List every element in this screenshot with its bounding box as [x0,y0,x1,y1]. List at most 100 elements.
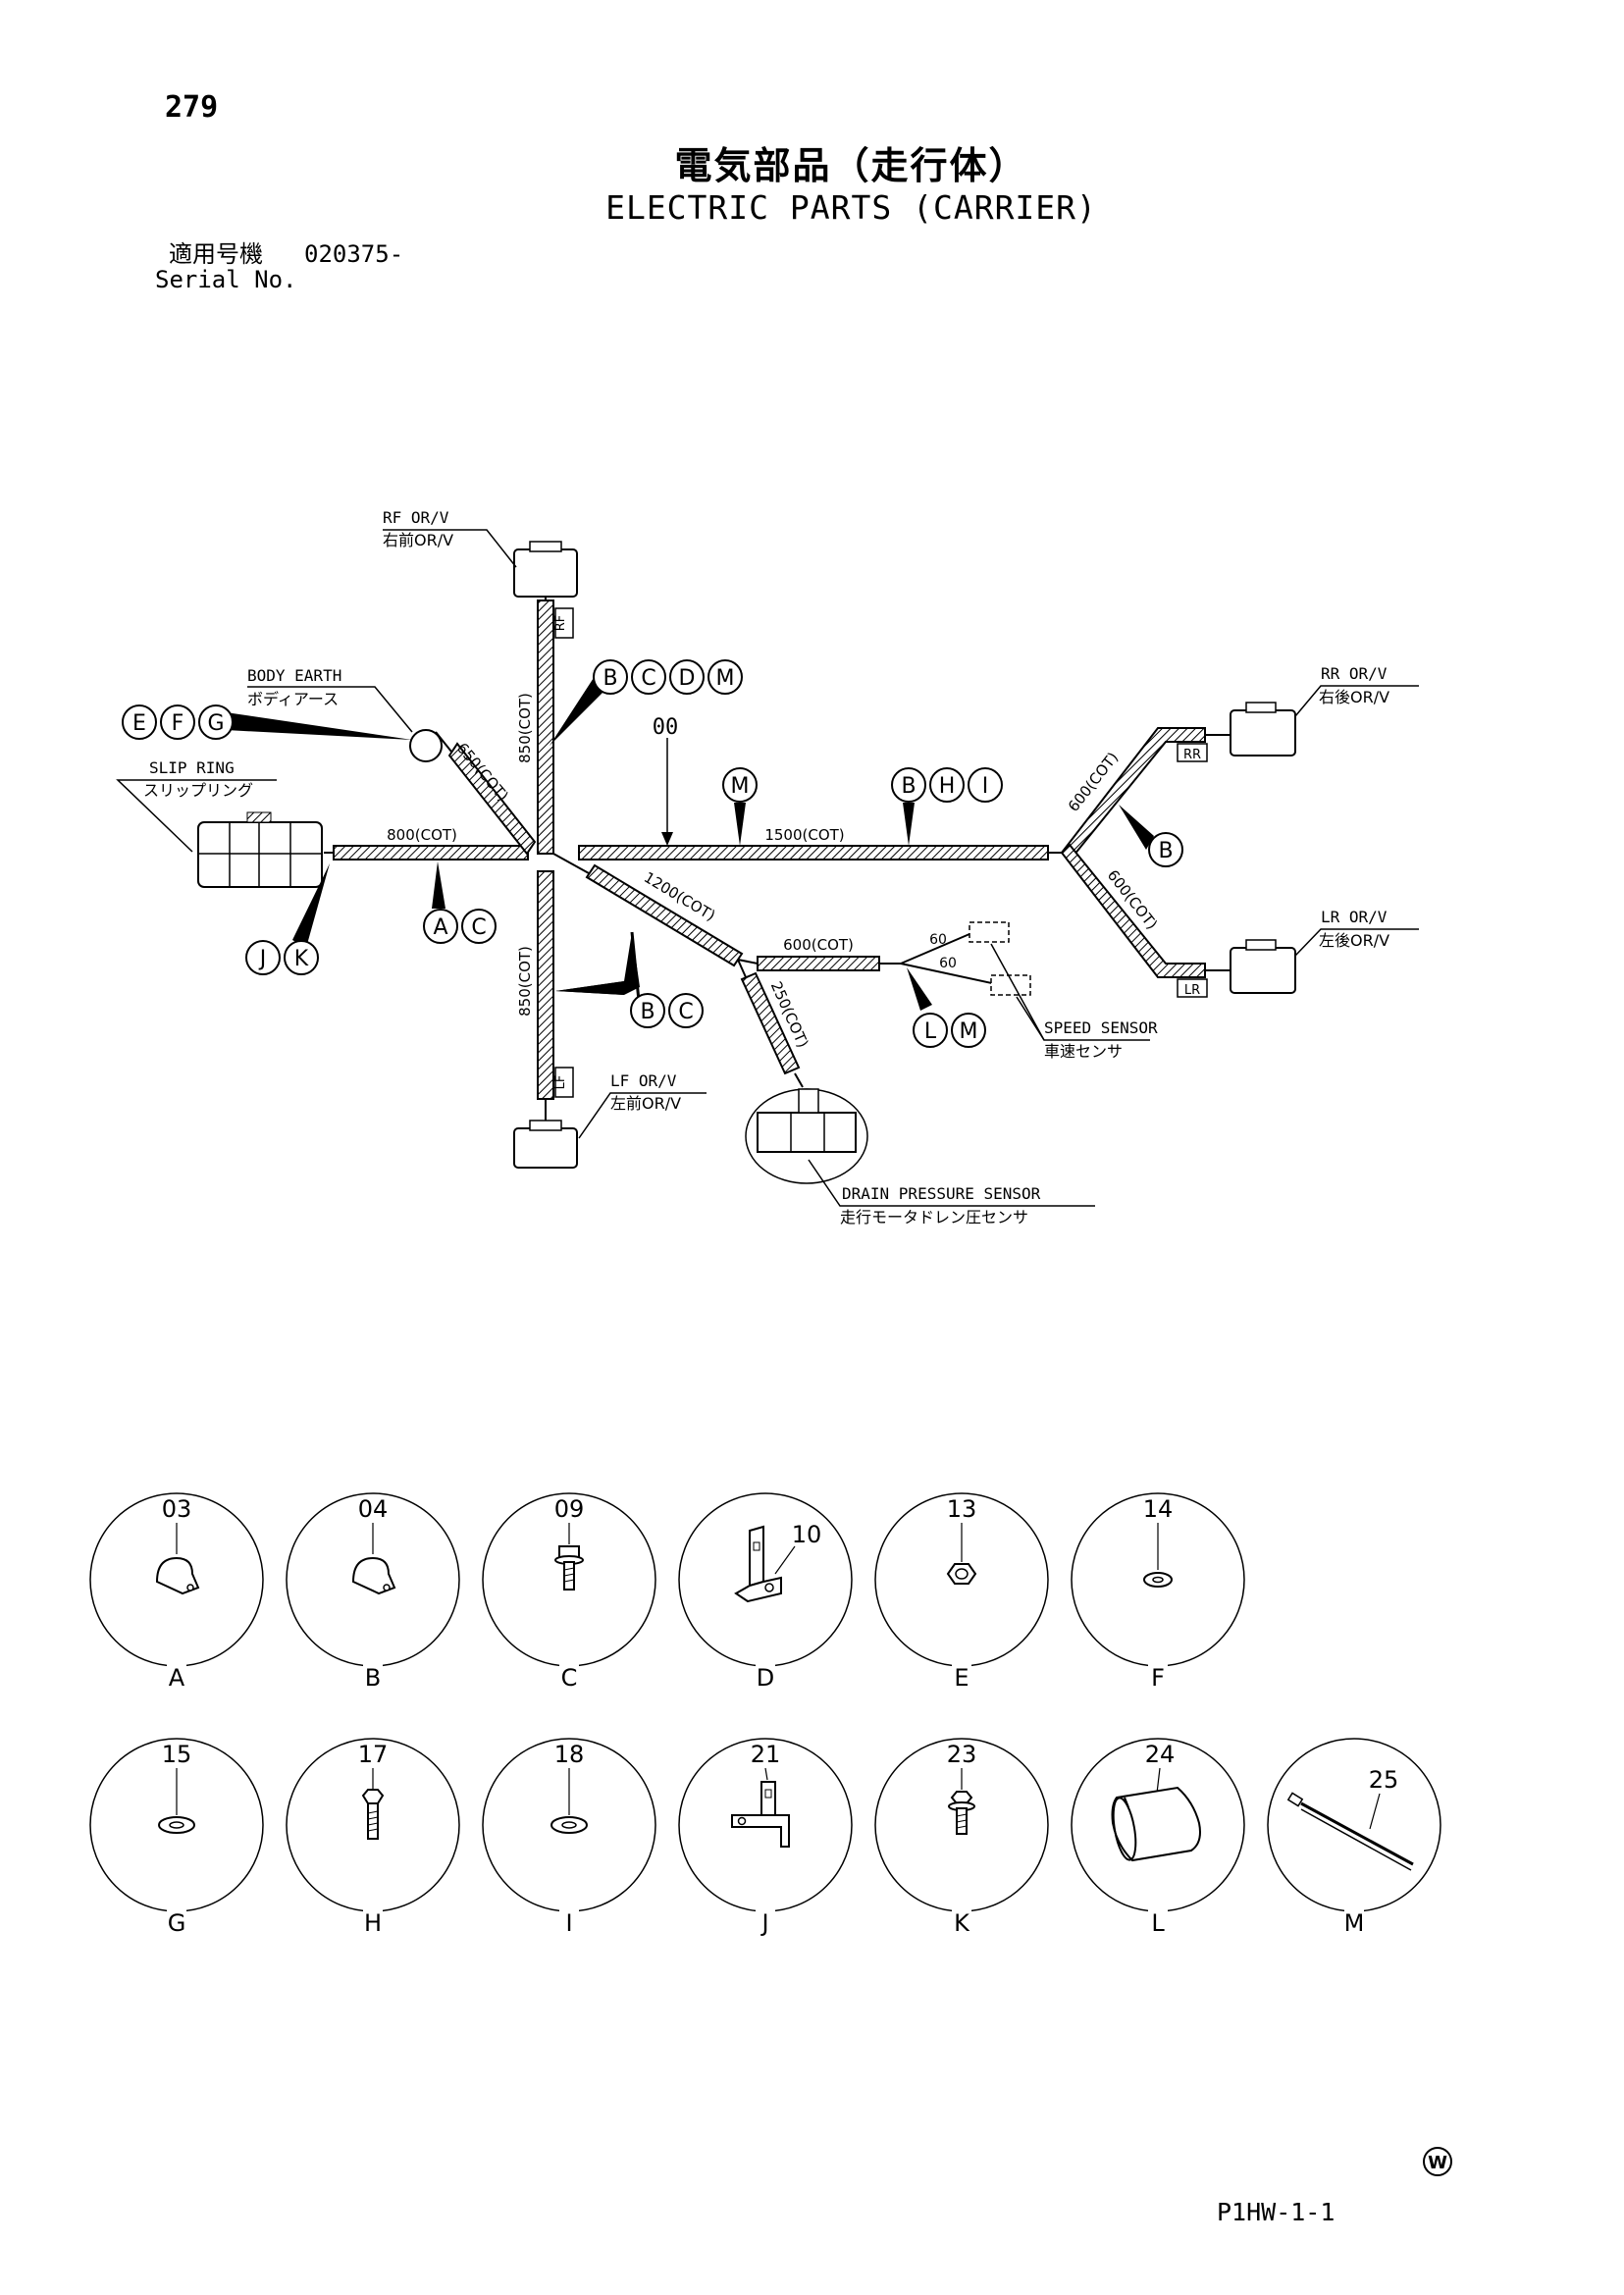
bracket-icon [734,1525,782,1603]
callout-letter: G [207,711,224,736]
serial-label-en: Serial No. [155,266,297,293]
callout-letter: C [641,666,655,691]
callout-letter: C [678,1000,693,1024]
rf-harness-segment [537,600,554,855]
bracket-icon [731,1781,790,1848]
part-number: 04 [358,1495,389,1523]
part-number: 25 [1369,1766,1399,1794]
callout-letter: B [901,774,916,799]
part-letter: F [1151,1664,1165,1692]
lr-harness-segment [1060,843,1206,978]
harness-part-number: 00 [653,715,679,740]
lf-label-jp: 左前OR/V [610,1094,681,1113]
parts-row-2: 15 G 17 H 18 I 21 [89,1738,1441,1937]
harness-diagram: RF LF 850(COT) 850(COT) RF OR/V 右前OR/V L… [116,508,1419,1226]
cable-tie-icon [1286,1792,1414,1871]
part-number: 09 [554,1495,585,1523]
part-letter: A [169,1664,185,1692]
callout-letter: H [939,774,956,799]
slip-ring-connector [197,821,323,888]
part-item-L: 24 L [1071,1738,1245,1937]
clamp-icon [351,1556,396,1595]
body-earth-harness-segment [447,742,537,856]
rr-label-jp: 右後OR/V [1319,688,1389,706]
callout-letter: M [716,666,735,691]
part-number: 13 [947,1495,977,1523]
lf-tag: LF [553,1075,568,1090]
lf-connector [513,1127,578,1169]
rf-label-en: RF OR/V [383,508,449,527]
part-letter: C [561,1664,578,1692]
page-title-jp: 電気部品（走行体） [674,144,1028,187]
speed-sensor-2 [990,974,1031,996]
part-letter: B [365,1664,381,1692]
page-code: P1HW-1-1 [1217,2198,1336,2226]
page-title-en: ELECTRIC PARTS (CARRIER) [605,188,1097,227]
lf-harness-segment [537,870,554,1100]
slip-ring-harness-segment [333,845,529,861]
parts-row-1: 03 A 04 B 09 C 10 [89,1492,1245,1692]
rr-label-en: RR OR/V [1321,664,1388,683]
body-earth-label-jp: ボディアース [247,690,339,708]
drain-harness-segment [585,863,744,967]
part-item-H: 17 H [286,1738,460,1937]
callout-group-slip-jk: J K [245,863,330,975]
speed-sensor-label-en: SPEED SENSOR [1044,1018,1158,1037]
part-item-C: 09 C [482,1492,656,1692]
part-letter: H [364,1909,382,1937]
bolt-washer-icon [948,1791,975,1835]
callout-group-earth: E F G [122,704,412,740]
part-letter: D [757,1664,774,1692]
callout-letter: E [132,711,146,736]
drain-sensor-label-en: DRAIN PRESSURE SENSOR [842,1184,1041,1203]
washer-icon [550,1816,588,1834]
rf-label-jp: 右前OR/V [383,531,453,549]
part-letter: L [1151,1909,1165,1937]
part-letter: E [954,1664,969,1692]
part-number: 24 [1145,1741,1176,1768]
part-item-K: 23 K [874,1738,1049,1937]
callout-letter: C [471,915,486,940]
serial-value: 020375- [304,240,404,268]
callout-group-main-bhi: B H I [891,767,1003,846]
rr-tag: RR [1183,748,1201,762]
bolt-washer-icon [554,1545,584,1591]
callout-group-speed: L M [907,967,986,1048]
callout-group-rf: B C D M [550,659,743,746]
part-number: 15 [162,1741,192,1768]
main-length-label: 1500(COT) [764,826,844,844]
callout-letter: K [294,947,309,971]
main-harness-segment [578,845,1049,861]
callout-letter: J [258,947,267,971]
slip-ring-label-jp: スリップリング [143,781,253,800]
callout-letter: M [960,1019,978,1044]
part-number: 21 [751,1741,781,1768]
callout-letter: I [982,774,989,799]
part-letter: M [1344,1909,1365,1937]
callout-letter: B [1158,839,1173,863]
part-letter: G [168,1909,186,1937]
lr-connector [1230,947,1296,994]
lr-tag: LR [1184,983,1200,998]
slip-ring-label-en: SLIP RING [149,758,235,777]
part-item-A: 03 A [89,1492,264,1692]
callout-group-slip-ac: A C [423,861,497,944]
part-number: 23 [947,1741,977,1768]
part-item-E: 13 E [874,1492,1049,1692]
rf-tag: RF [553,615,568,632]
part-number: 10 [792,1521,822,1548]
part-item-I: 18 I [482,1738,656,1937]
rr-connector [1230,709,1296,756]
speed-sensor-label-jp: 車速センサ [1044,1042,1123,1061]
lr-label-jp: 左後OR/V [1319,931,1389,950]
drain-pressure-sensor [757,1112,857,1153]
drain-sensor-harness-segment [740,971,801,1075]
drain-sensor-label-jp: 走行モータドレン圧センサ [840,1208,1028,1226]
part-item-D: 10 D [678,1492,853,1692]
part-item-G: 15 G [89,1738,264,1937]
callout-letter: B [640,1000,655,1024]
rf-length-label: 850(COT) [516,693,534,763]
callout-letter: A [433,915,447,940]
clamp-icon [155,1556,200,1595]
tube-icon [1111,1786,1201,1862]
